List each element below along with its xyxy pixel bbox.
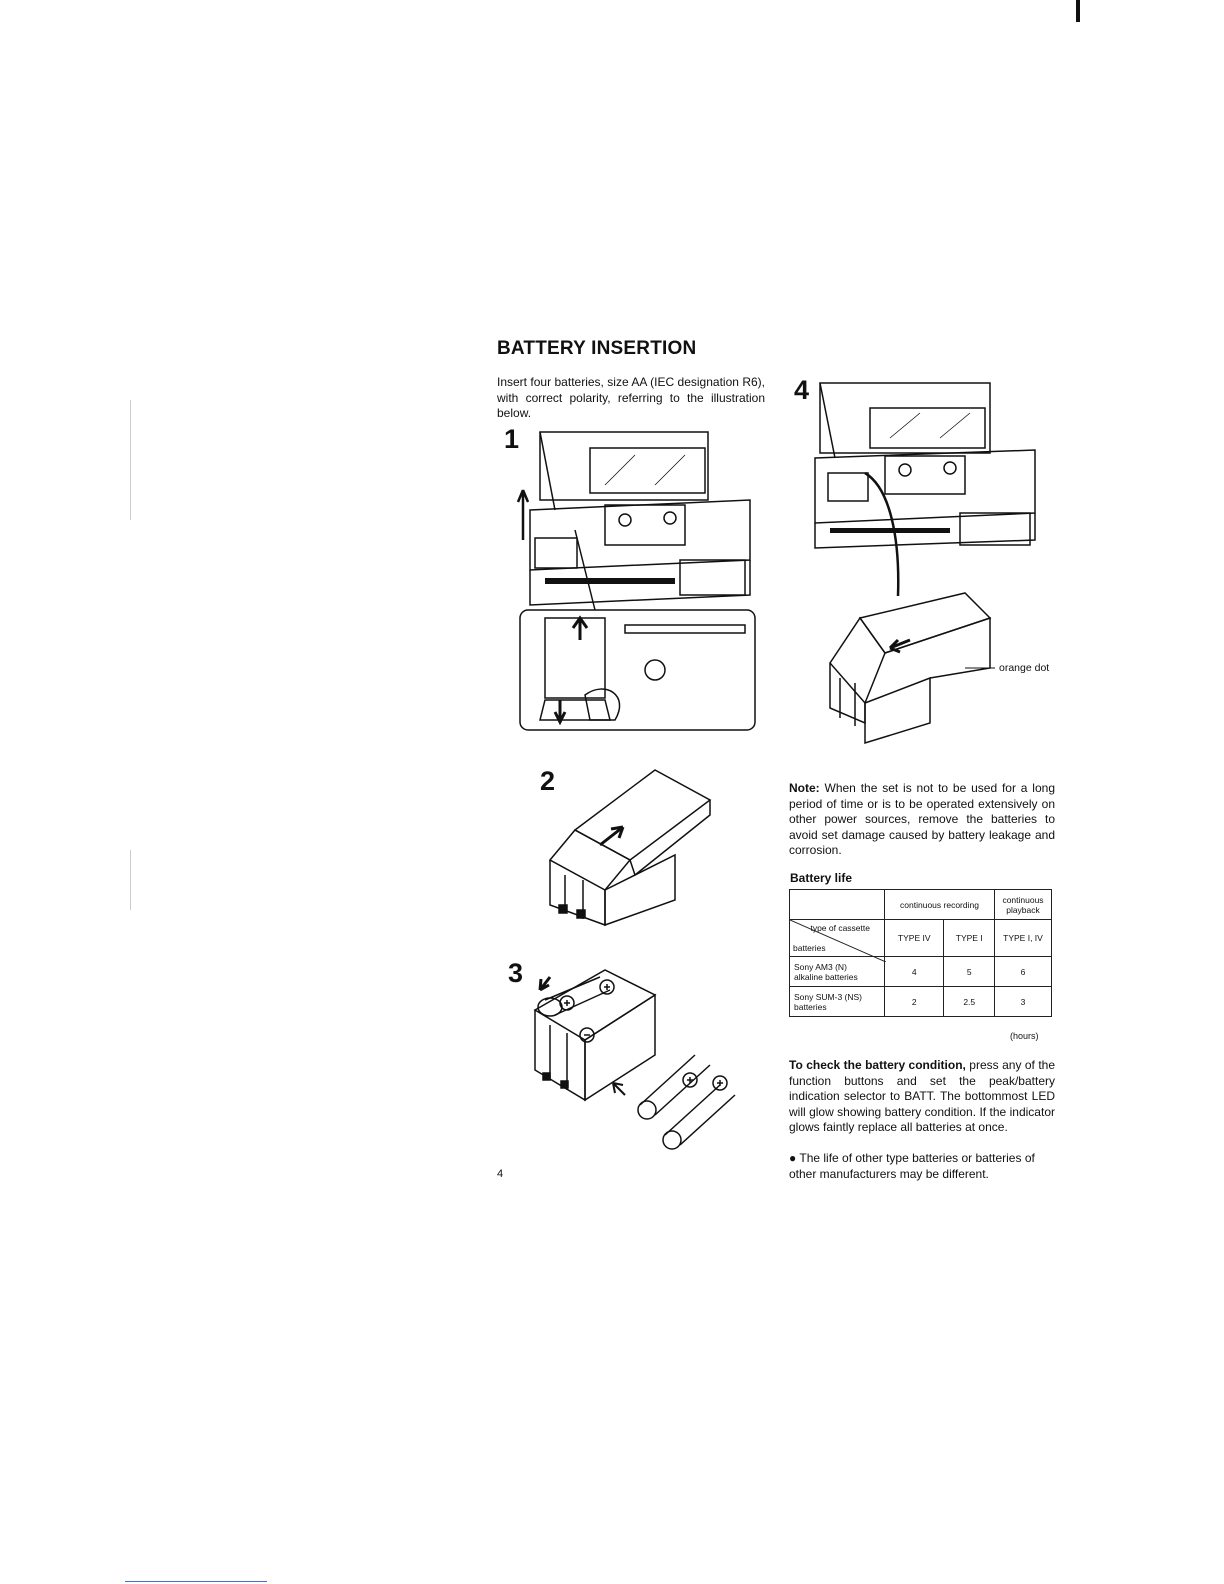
header-continuous-playback: continuous playback: [994, 889, 1052, 920]
step-3-number: 3: [508, 958, 524, 988]
table-header-row: continuous recording continuous playback: [789, 889, 1052, 920]
table-unit: (hours): [1010, 1031, 1039, 1041]
page-number: 4: [497, 1168, 504, 1180]
scan-edge-mark: [1076, 0, 1080, 22]
note-label: Note:: [789, 781, 820, 795]
value-cell: 4: [883, 956, 945, 987]
value-cell: 5: [943, 956, 995, 987]
table-type-row: type of cassette batteries TYPE IV TYPE …: [789, 919, 1052, 962]
step-1-illustration: [516, 431, 756, 731]
note-paragraph: Note: When the set is not to be used for…: [789, 781, 1055, 859]
type-cell: TYPE IV: [883, 919, 945, 957]
diagonal-line: [790, 920, 886, 962]
row-label-line: batteries: [794, 1001, 827, 1012]
step-2-number: 2: [540, 766, 556, 796]
diag-batteries: batteries: [793, 943, 826, 953]
row-label-line: alkaline batteries: [794, 971, 858, 982]
step-1-number: 1: [504, 424, 520, 454]
table-row: Sony AM3 (N)alkaline batteries 4 5 6: [789, 956, 1052, 987]
step-4-number: 4: [794, 375, 810, 405]
step-4-illustration: [814, 382, 1036, 745]
diagonal-header-cell: type of cassette batteries: [789, 919, 886, 962]
intro-paragraph: Insert four batteries, size AA (IEC desi…: [497, 375, 765, 420]
step-3-illustration: [533, 969, 736, 1150]
value-cell: 2.5: [943, 986, 995, 1017]
scan-bottom-line: [125, 1581, 267, 1582]
header-continuous-recording: continuous recording: [884, 889, 995, 920]
page-title: BATTERY INSERTION: [497, 338, 697, 359]
row-label: Sony AM3 (N)alkaline batteries: [789, 956, 885, 987]
check-bold-lead: To check the battery condition,: [789, 1058, 966, 1072]
battery-life-table: continuous recording continuous playback…: [789, 889, 1052, 1017]
note-text: When the set is not to be used for a lon…: [789, 781, 1055, 857]
battery-life-title: Battery life: [790, 871, 853, 885]
table-row: Sony SUM-3 (NS)batteries 2 2.5 3: [789, 986, 1052, 1017]
type-cell: TYPE I: [943, 919, 995, 957]
bullet-note: ● The life of other type batteries or ba…: [789, 1151, 1035, 1181]
value-cell: 2: [883, 986, 945, 1017]
type-cell: TYPE I, IV: [994, 919, 1052, 957]
value-cell: 6: [994, 956, 1052, 987]
check-paragraph: To check the battery condition, press an…: [789, 1058, 1055, 1136]
scan-left-line-2: [130, 850, 131, 910]
check-text: press any of the function buttons and se…: [789, 1058, 1055, 1134]
table-corner-cell: [789, 889, 885, 920]
row-label-line: Sony SUM-3 (NS): [794, 991, 863, 1002]
orange-dot-callout: orange dot: [999, 662, 1050, 674]
diag-type-of-cassette: type of cassette: [810, 923, 870, 933]
value-cell: 3: [994, 986, 1052, 1017]
scan-left-line: [130, 400, 131, 520]
step-2-illustration: [548, 769, 712, 927]
row-label: Sony SUM-3 (NS)batteries: [789, 986, 885, 1017]
row-label-line: Sony AM3 (N): [794, 961, 847, 972]
